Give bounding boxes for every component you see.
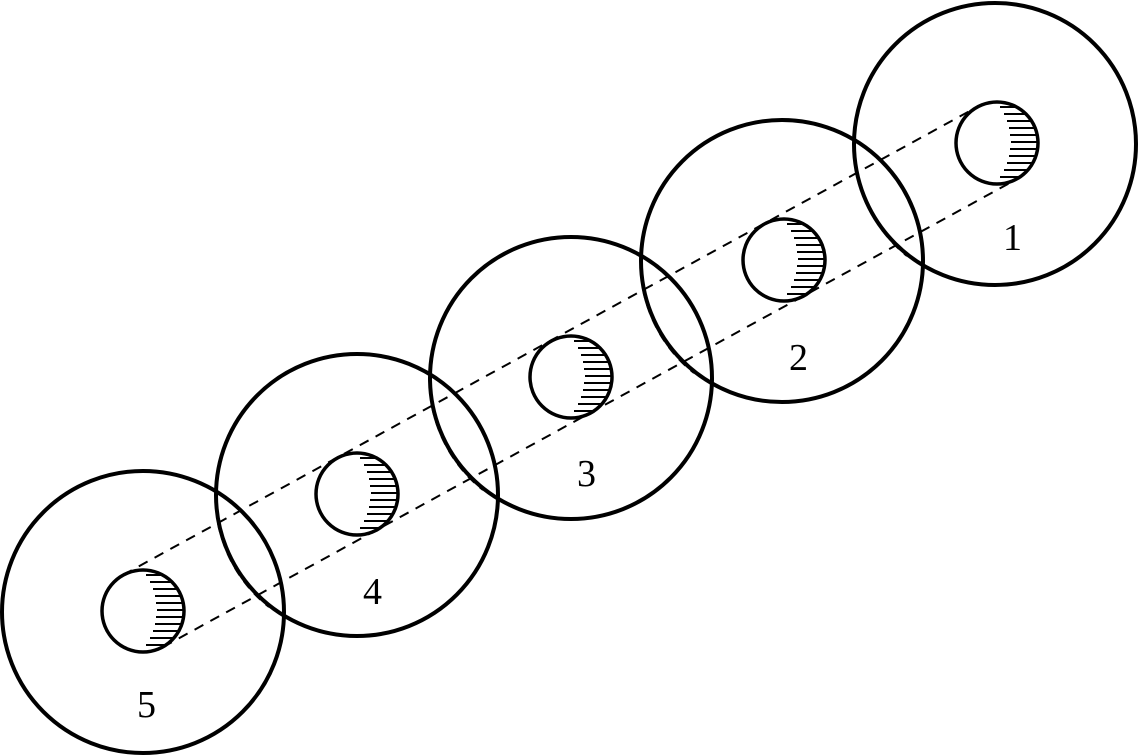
- hidden-arc-1: [856, 171, 908, 257]
- circle-group-4: 4: [214, 352, 500, 638]
- circle-label-3: 3: [577, 453, 596, 495]
- hidden-arc-2: [642, 288, 695, 374]
- circle-group-2: 2: [639, 118, 925, 404]
- circle-label-2: 2: [789, 337, 808, 379]
- outer-circle-5: [0, 469, 286, 755]
- circle-group-1: 1: [852, 1, 1138, 287]
- outer-circle-1: [852, 1, 1138, 287]
- circle-label-4: 4: [363, 571, 382, 613]
- outer-circle-2: [639, 118, 925, 404]
- circle-label-1: 1: [1003, 217, 1022, 259]
- outer-circle-4: [214, 352, 500, 638]
- circle-group-5: 5: [0, 469, 286, 755]
- outer-circle-3: [428, 235, 714, 521]
- hidden-arc-3: [431, 405, 484, 491]
- hidden-arc-4: [217, 522, 270, 608]
- circle-label-5: 5: [137, 684, 156, 726]
- circle-group-3: 3: [428, 235, 714, 521]
